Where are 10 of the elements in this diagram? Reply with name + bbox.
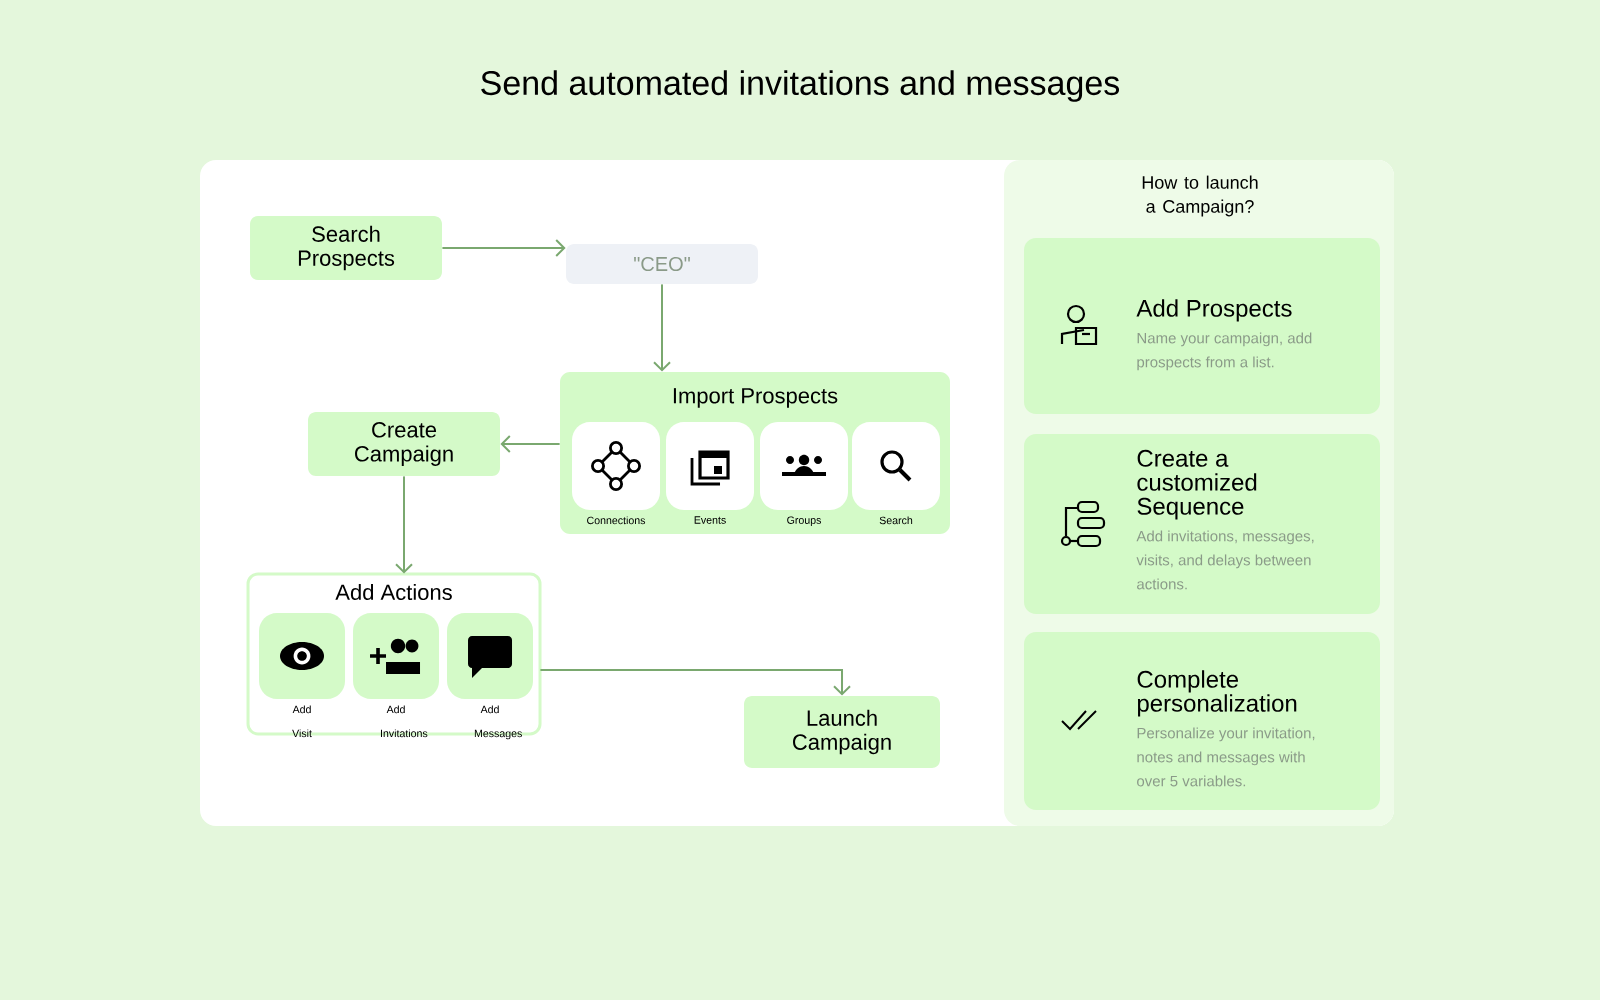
process-box: Search Prospects [250,216,442,280]
query-box: "CEO" [566,244,758,284]
arrow [395,475,413,574]
arrow [539,669,851,696]
arrow [500,435,561,453]
arrow [653,283,671,372]
process-box: Create Campaign [308,412,500,476]
title: Send automated invitations and messages [481,70,1120,102]
process-box: Launch Campaign [744,696,940,768]
arrow [441,239,566,257]
